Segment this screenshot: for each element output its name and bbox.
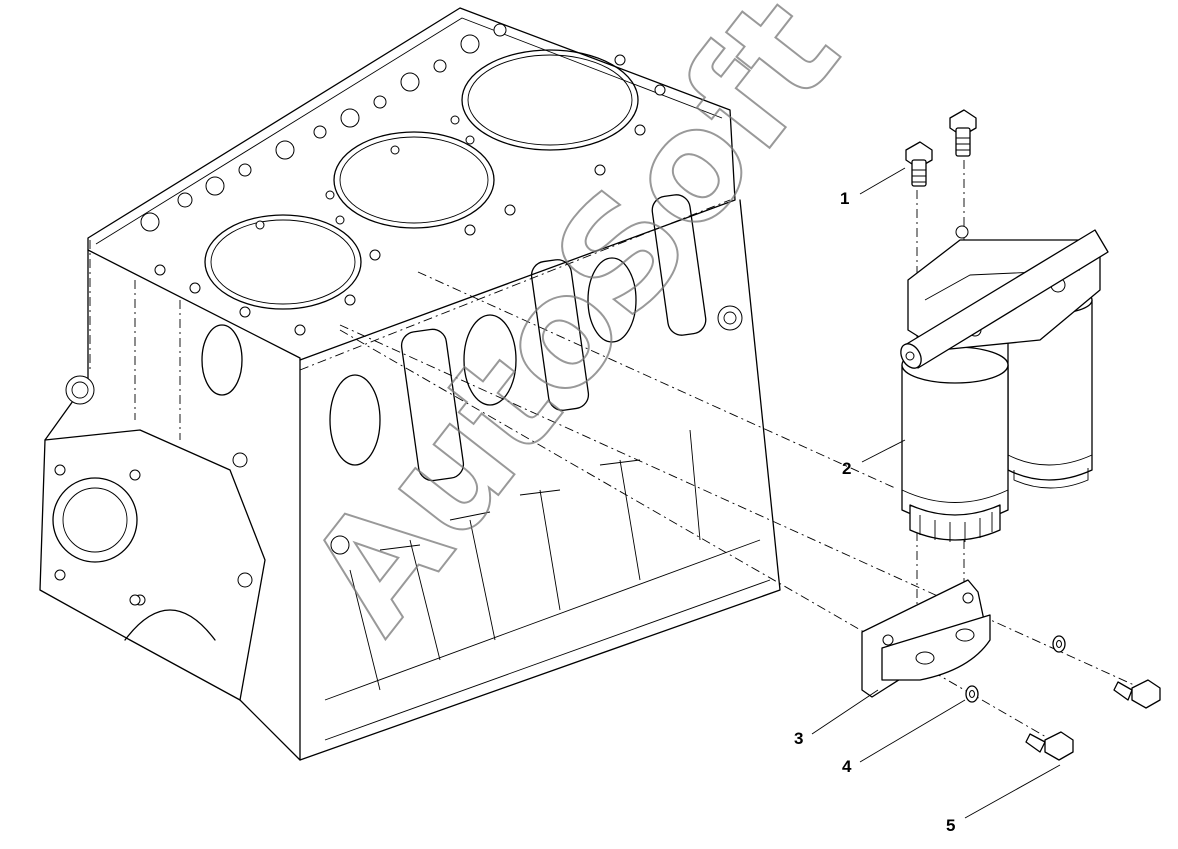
watermark-text: AutoSoft — [276, 0, 872, 662]
callout-2: 2 — [842, 459, 851, 478]
part-3-mounting-bracket — [861, 579, 991, 698]
callout-4: 4 — [842, 757, 852, 776]
part-1-filter-bolts — [905, 109, 977, 187]
engine-block — [39, 7, 781, 761]
leader-lines — [811, 167, 1061, 819]
callout-5: 5 — [946, 816, 955, 835]
part-5-screws — [1025, 679, 1161, 761]
callout-1: 1 — [840, 189, 849, 208]
part-2-fuel-filter-assembly — [900, 225, 1109, 542]
callout-3: 3 — [794, 729, 803, 748]
deck-holes — [140, 23, 666, 336]
part-4-washers — [965, 635, 1066, 703]
